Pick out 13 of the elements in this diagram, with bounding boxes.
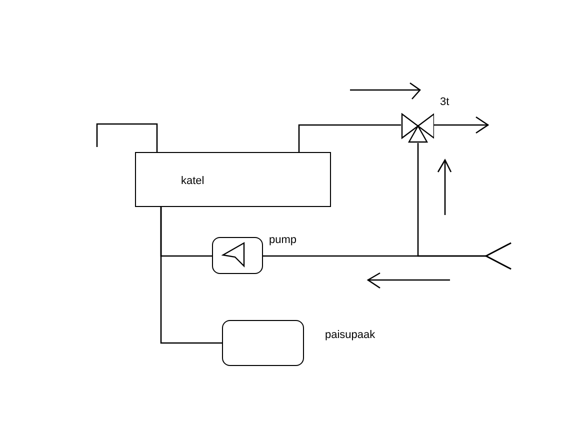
node-label: katel [181, 175, 204, 187]
component-label: paisupaak [325, 329, 376, 341]
pipe-line [298, 124, 401, 152]
pipe-line [263, 242, 512, 270]
tank-box [222, 320, 304, 366]
pipe-line [434, 116, 489, 134]
pump-box [212, 237, 263, 274]
boiler-box [135, 152, 331, 207]
pipe-line [160, 207, 222, 344]
component-label: pump [269, 234, 297, 246]
pipe-line [96, 123, 158, 152]
component-label: 3t [440, 96, 450, 108]
three-way-valve-symbol [401, 113, 434, 143]
